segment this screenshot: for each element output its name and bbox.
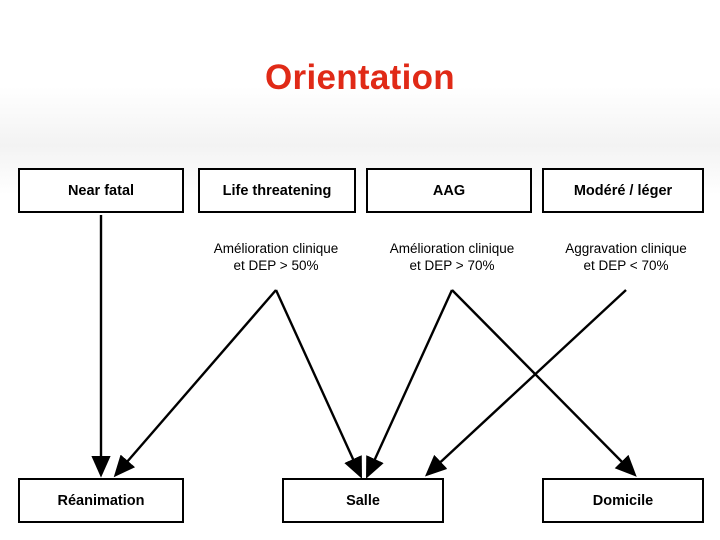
arrow-amelioration50-to-reanimation	[113, 289, 277, 478]
bottom-box-reanimation[interactable]: Réanimation	[18, 478, 184, 523]
top-box-modere-leger[interactable]: Modéré / léger	[542, 168, 704, 213]
bottom-box-salle[interactable]: Salle	[282, 478, 444, 523]
arrow-amelioration50-to-salle	[274, 289, 362, 479]
top-box-modere-leger-label: Modéré / léger	[573, 182, 673, 199]
note-aggravation-dep-70: Aggravation clinique et DEP < 70%	[538, 241, 714, 275]
page-title: Orientation	[265, 58, 455, 97]
bottom-box-salle-label: Salle	[346, 492, 380, 509]
top-box-near-fatal[interactable]: Near fatal	[18, 168, 184, 213]
top-box-aag[interactable]: AAG	[366, 168, 532, 213]
arrow-aggravation-to-salle	[424, 289, 627, 477]
note-amelioration-dep-70: Amélioration clinique et DEP > 70%	[362, 241, 542, 275]
top-box-life-threatening-label: Life threatening	[222, 182, 332, 199]
note-aggravation-dep-70-line2: et DEP < 70%	[583, 257, 669, 273]
arrow-amelioration70-to-domicile	[451, 289, 637, 477]
note-aggravation-dep-70-line1: Aggravation clinique	[565, 241, 687, 256]
bottom-box-domicile[interactable]: Domicile	[542, 478, 704, 523]
note-amelioration-dep-70-line2: et DEP > 70%	[409, 257, 495, 273]
note-amelioration-dep-70-line1: Amélioration clinique	[389, 241, 515, 256]
bottom-box-reanimation-label: Réanimation	[57, 492, 145, 509]
note-amelioration-dep-50-line1: Amélioration clinique	[213, 241, 339, 256]
arrow-amelioration70-to-salle	[366, 289, 454, 479]
top-box-near-fatal-label: Near fatal	[67, 182, 135, 199]
note-amelioration-dep-50: Amélioration clinique et DEP > 50%	[186, 241, 366, 275]
note-amelioration-dep-50-line2: et DEP > 50%	[233, 257, 319, 273]
top-box-aag-label: AAG	[432, 182, 466, 199]
top-box-life-threatening[interactable]: Life threatening	[198, 168, 356, 213]
bottom-box-domicile-label: Domicile	[592, 492, 654, 509]
